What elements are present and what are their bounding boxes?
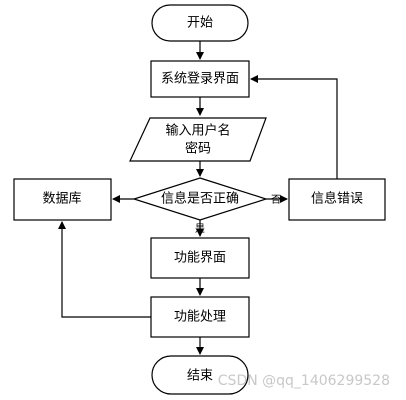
yes-label: 是 bbox=[195, 223, 205, 235]
input-parallelogram bbox=[129, 117, 267, 162]
function-ui-label: 功能界面 bbox=[174, 251, 226, 266]
database-label: 数据库 bbox=[42, 191, 81, 207]
login-label: 系统登录界面 bbox=[161, 72, 239, 87]
edge-error-login bbox=[250, 75, 338, 179]
check-label: 信息是否正确 bbox=[161, 191, 239, 207]
edge-proc-database bbox=[58, 221, 151, 318]
no-label: 否 bbox=[271, 194, 281, 206]
end-label: 结束 bbox=[187, 369, 213, 384]
watermark-text: CSDN @qq_1406299528 bbox=[218, 373, 390, 389]
function-ui-process bbox=[150, 237, 250, 279]
end-terminator bbox=[151, 355, 249, 395]
login-process bbox=[150, 60, 250, 98]
start-label: 开始 bbox=[187, 16, 213, 31]
input-label-line1: 输入用户名 bbox=[165, 123, 230, 139]
function-proc-process bbox=[150, 296, 250, 338]
database-process bbox=[13, 178, 112, 221]
error-label: 信息错误 bbox=[311, 191, 363, 207]
input-label-line2: 密码 bbox=[185, 141, 211, 157]
function-proc-label: 功能处理 bbox=[174, 310, 226, 325]
